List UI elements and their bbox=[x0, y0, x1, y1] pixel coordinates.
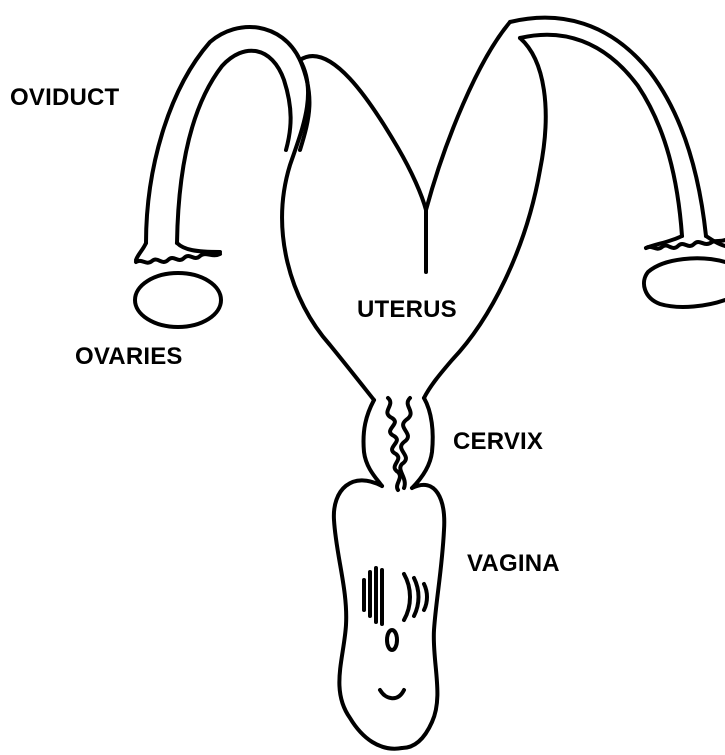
vaginal-opening bbox=[380, 690, 404, 698]
left-oviduct bbox=[146, 27, 309, 243]
right-ovary bbox=[644, 258, 725, 307]
label-oviduct: OVIDUCT bbox=[10, 84, 119, 112]
left-fimbriae bbox=[136, 243, 220, 263]
label-vagina: VAGINA bbox=[467, 550, 560, 578]
label-ovaries: OVARIES bbox=[75, 343, 183, 371]
vaginal-mark bbox=[387, 630, 397, 650]
label-uterus: UTERUS bbox=[357, 296, 457, 324]
right-oviduct bbox=[510, 18, 706, 236]
vagina-outline bbox=[334, 480, 444, 748]
cervix-outline bbox=[363, 398, 432, 490]
vaginal-rugae-left bbox=[364, 568, 382, 624]
vaginal-rugae-right bbox=[404, 574, 427, 620]
label-cervix: CERVIX bbox=[453, 428, 543, 456]
uterus-outline bbox=[282, 22, 546, 400]
left-ovary bbox=[135, 273, 221, 327]
right-fimbriae bbox=[646, 236, 725, 249]
